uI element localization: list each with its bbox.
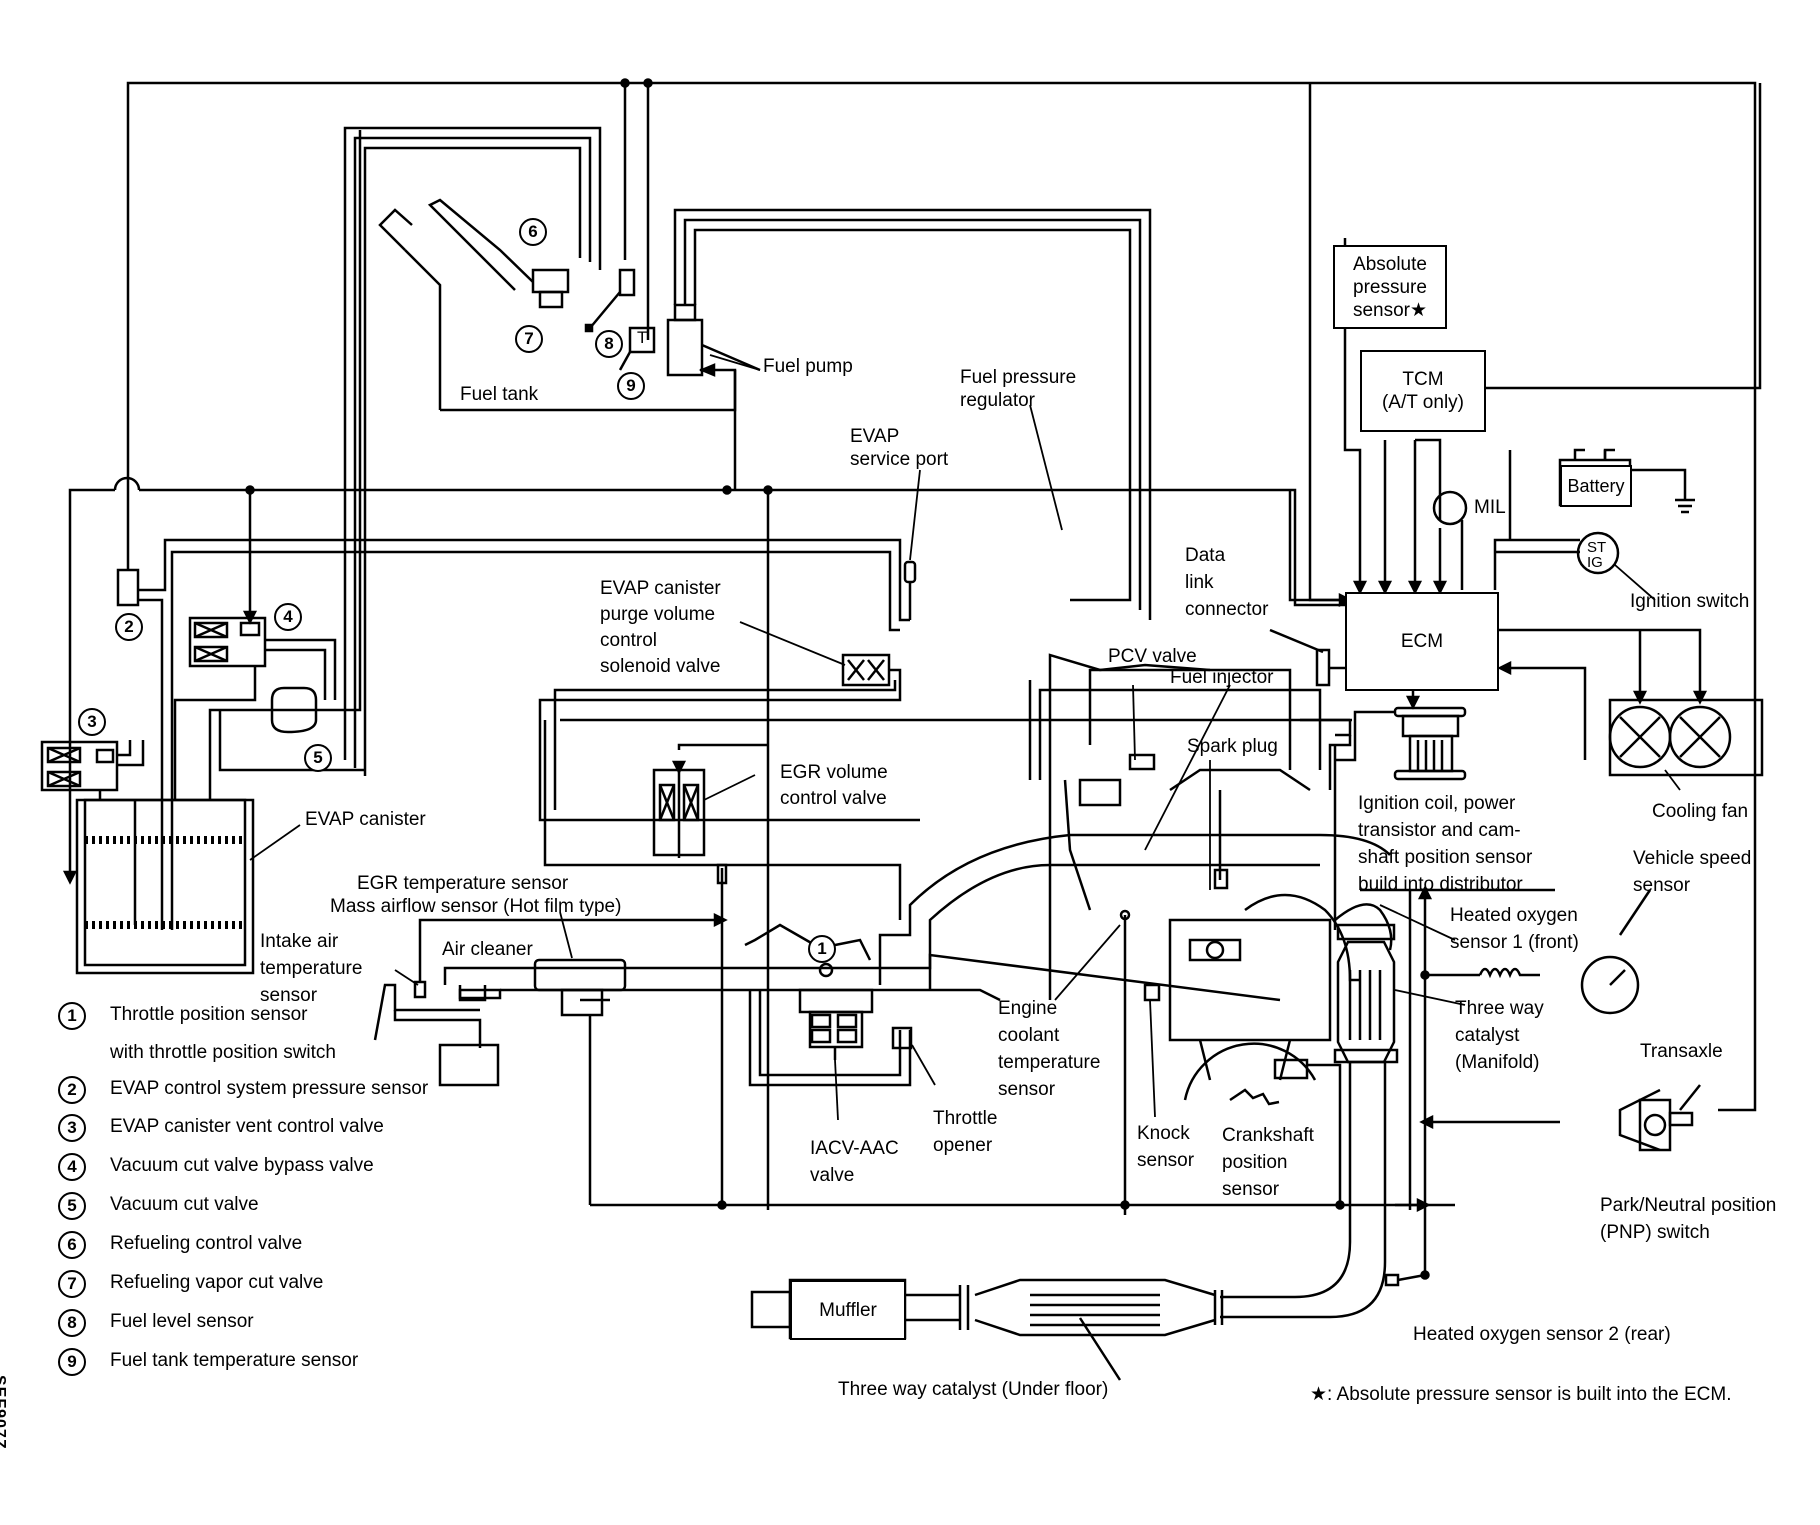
tcm-box: TCM (A/T only) <box>1360 350 1486 432</box>
tcm-label: TCM (A/T only) <box>1381 369 1464 413</box>
callout-7: 7 <box>515 325 543 353</box>
battery-box: Battery <box>1560 465 1632 507</box>
crankshaft-sensor-label: Crankshaft position sensor <box>1222 1125 1314 1200</box>
ignition-coil-label: Ignition coil, power transistor and cam-… <box>1358 793 1533 895</box>
fuel-pump-label: Fuel pump <box>763 356 853 377</box>
iacv-label: IACV-AAC valve <box>810 1138 899 1186</box>
battery-label: Battery <box>1567 475 1625 496</box>
legend-text: Vacuum cut valve bypass valve <box>110 1155 374 1176</box>
ecm-label: ECM <box>1400 631 1444 652</box>
evap-bus <box>62 476 1345 1210</box>
ign-ig-label: IG <box>1587 554 1603 571</box>
legend-text: Fuel tank temperature sensor <box>110 1350 359 1371</box>
callout-1: 1 <box>808 935 836 963</box>
vehicle-speed-sensor-label: Vehicle speed sensor <box>1633 848 1752 896</box>
ho2s1-label: Heated oxygen sensor 1 (front) <box>1450 905 1579 953</box>
spark-plug-label: Spark plug <box>1187 736 1278 757</box>
pnp-switch-label: Park/Neutral position (PNP) switch <box>1600 1195 1777 1243</box>
transaxle-label: Transaxle <box>1640 1041 1723 1062</box>
egr-volume-valve-label: EGR volume control valve <box>780 762 888 809</box>
pcv-valve-label: PCV valve <box>1108 646 1197 667</box>
vacuum-valves <box>188 616 365 772</box>
egr-valve-drawing <box>543 718 1352 920</box>
fuel-tank-label: Fuel tank <box>460 384 539 405</box>
mil-label: MIL <box>1474 497 1506 518</box>
leader-lines <box>249 354 1681 1121</box>
absolute-pressure-sensor-label: Absolute pressure sensor★ <box>1352 253 1428 321</box>
engine-coolant-label: Engine coolant temperature sensor <box>998 998 1101 1100</box>
ecm-area-drawing <box>1269 83 1764 1152</box>
legend-text: Fuel level sensor <box>110 1311 254 1332</box>
data-link-connector-label: Data link connector <box>1185 545 1269 620</box>
callout-8: 8 <box>595 330 623 358</box>
air-cleaner-label: Air cleaner <box>442 939 533 960</box>
legend-number: 6 <box>58 1231 86 1259</box>
intake-air-temp-label: Intake air temperature sensor <box>260 931 363 1006</box>
sensor-bus <box>590 885 1560 1282</box>
legend-number: 4 <box>58 1153 86 1181</box>
callout-9: 9 <box>617 372 645 400</box>
absolute-pressure-sensor: Absolute pressure sensor★ <box>1333 245 1447 329</box>
fuel-injector-label: Fuel injector <box>1170 667 1274 688</box>
legend-text: Refueling control valve <box>110 1233 303 1254</box>
footnote: ★: Absolute pressure sensor is built int… <box>1310 1384 1732 1405</box>
legend-number: 2 <box>58 1076 86 1104</box>
evap-service-port-label: EVAP service port <box>850 426 949 470</box>
legend-text: Throttle position sensor <box>110 1004 308 1025</box>
evap-canister-label: EVAP canister <box>305 809 426 830</box>
legend-text: with throttle position switch <box>110 1042 336 1063</box>
callout-4: 4 <box>274 603 302 631</box>
legend-text: EVAP control system pressure sensor <box>110 1078 429 1099</box>
legend-number: 9 <box>58 1348 86 1376</box>
twc-manifold-label: Three way catalyst (Manifold) <box>1455 998 1544 1073</box>
muffler-box: Muffler <box>790 1280 906 1340</box>
fuel-tank-lines <box>343 126 1152 776</box>
legend-number: 7 <box>58 1270 86 1298</box>
evap-canister-drawing <box>40 130 362 975</box>
throttle-drawing <box>744 923 913 1087</box>
knock-sensor-label: Knock sensor <box>1137 1123 1195 1171</box>
purge-valve-drawing <box>538 560 920 822</box>
twc-underfloor-label: Three way catalyst (Under floor) <box>838 1379 1109 1400</box>
legend-number: 5 <box>58 1192 86 1220</box>
throttle-opener-label: Throttle opener <box>933 1108 998 1156</box>
engine-drawing <box>878 653 1391 1215</box>
ignition-switch-label: Ignition switch <box>1630 591 1750 612</box>
legend-text: Refueling vapor cut valve <box>110 1272 324 1293</box>
legend-number: 8 <box>58 1309 86 1337</box>
callout-5: 5 <box>304 744 332 772</box>
ign-st-label: ST <box>1587 539 1607 556</box>
legend-number: 1 <box>58 1002 86 1030</box>
figure-code: SEF907Z <box>0 1375 8 1450</box>
legend-text: EVAP canister vent control valve <box>110 1116 384 1137</box>
muffler-label: Muffler <box>819 1299 877 1321</box>
fuel-pressure-regulator-label: Fuel pressure regulator <box>960 367 1077 411</box>
fuel-temp-glyph: T <box>637 328 648 347</box>
callout-3: 3 <box>78 708 106 736</box>
legend-text: Vacuum cut valve <box>110 1194 259 1215</box>
ho2s2-label: Heated oxygen sensor 2 (rear) <box>1413 1324 1671 1345</box>
callout-6: 6 <box>519 218 547 246</box>
ecm-box: ECM <box>1345 592 1499 691</box>
cooling-fan-label: Cooling fan <box>1652 801 1749 822</box>
egr-temp-sensor-label: EGR temperature sensor <box>357 873 569 894</box>
legend-number: 3 <box>58 1114 86 1142</box>
maf-sensor-label: Mass airflow sensor (Hot film type) <box>330 896 622 917</box>
callout-2: 2 <box>115 613 143 641</box>
evap-purge-valve-label: EVAP canister purge volume control solen… <box>600 578 721 677</box>
exhaust-drawing <box>750 903 1400 1381</box>
